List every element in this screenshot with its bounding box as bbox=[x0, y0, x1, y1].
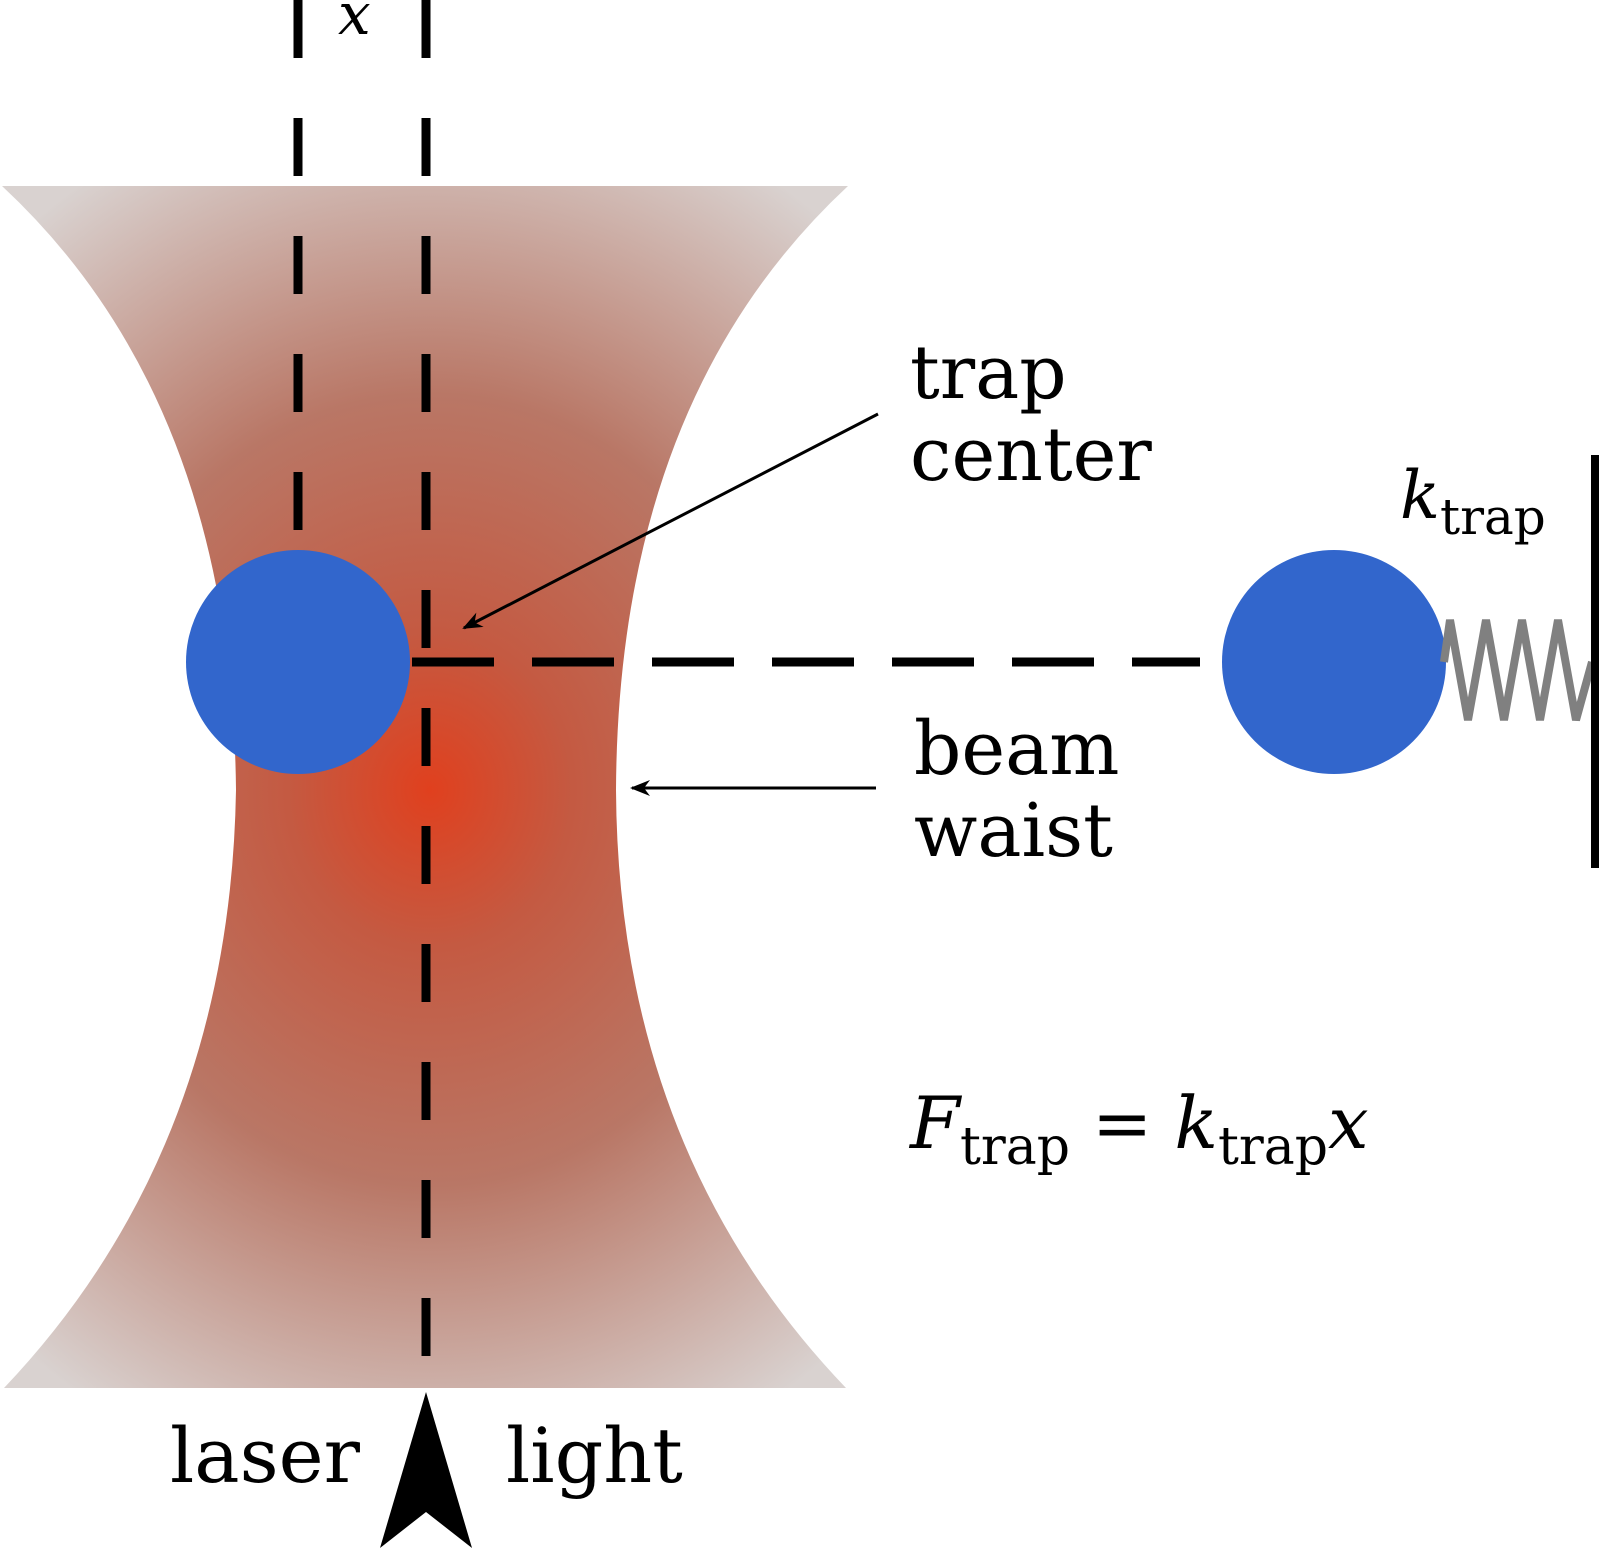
eq-rhs-subscript: trap bbox=[1218, 1117, 1328, 1177]
beam-waist-label-line2: waist bbox=[914, 788, 1113, 874]
trap-center-label-line1: trap bbox=[910, 330, 1067, 416]
eq-equals: = bbox=[1092, 1081, 1152, 1165]
k-trap-subscript: trap bbox=[1440, 488, 1546, 546]
trap-center-label-line2: center bbox=[910, 412, 1152, 498]
spring bbox=[1440, 619, 1596, 722]
eq-lhs-symbol: F bbox=[908, 1081, 963, 1165]
k-trap-label: ktrap bbox=[1400, 457, 1546, 546]
trap-center-arrow bbox=[462, 412, 879, 630]
trapped-bead bbox=[186, 550, 410, 774]
trap-force-equation: Ftrap=ktrapx bbox=[908, 1081, 1369, 1177]
eq-lhs-subscript: trap bbox=[960, 1117, 1070, 1177]
eq-rhs-var: x bbox=[1328, 1081, 1369, 1165]
beam-waist-label-line1: beam bbox=[914, 706, 1119, 792]
spring-bead bbox=[1222, 550, 1446, 774]
laser-beam bbox=[2, 186, 848, 1388]
laser-direction-arrow bbox=[380, 1392, 472, 1548]
eq-rhs-symbol: k bbox=[1174, 1081, 1218, 1165]
x-label: x bbox=[338, 0, 371, 48]
laser-label: laser bbox=[170, 1411, 361, 1500]
k-trap-symbol: k bbox=[1400, 457, 1440, 534]
light-label: light bbox=[506, 1411, 683, 1500]
